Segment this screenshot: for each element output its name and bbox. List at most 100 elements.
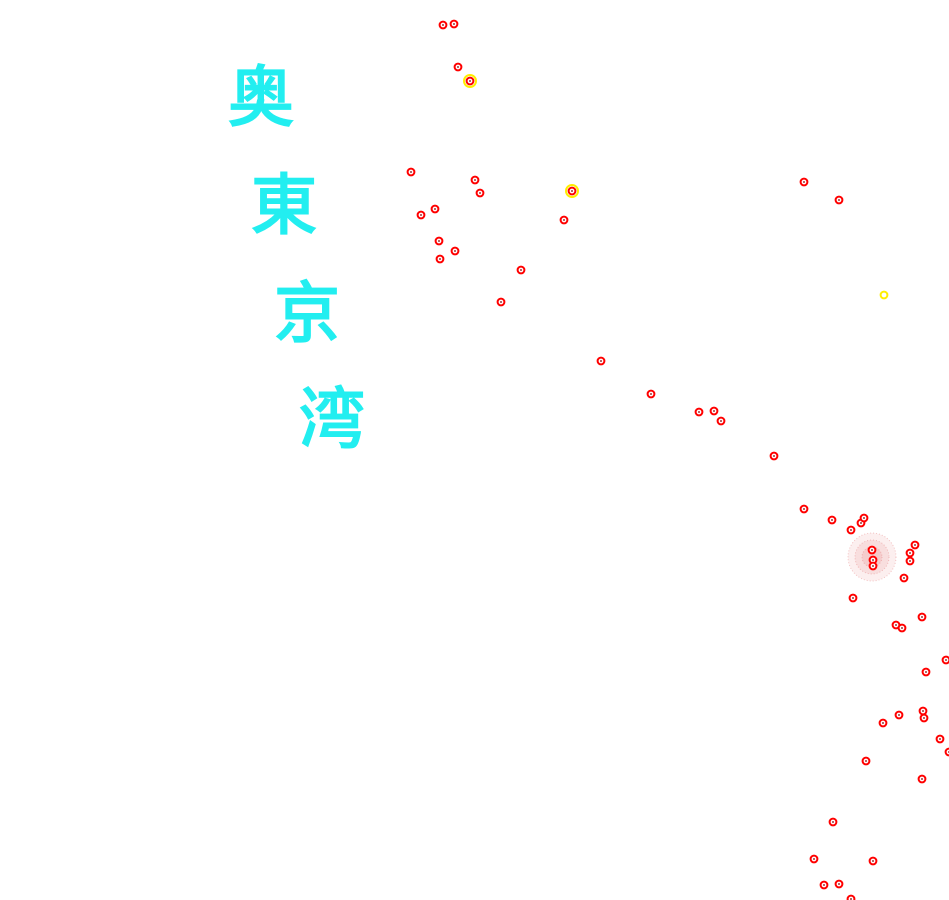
marker-dot [571,190,573,192]
label-char-higashi: 東 [251,167,317,244]
marker-dot [803,508,805,510]
site-marker[interactable] [450,246,460,256]
marker-dot [863,517,865,519]
site-marker[interactable] [828,817,838,827]
site-marker[interactable] [809,854,819,864]
site-marker[interactable] [868,856,878,866]
site-marker[interactable] [470,175,480,185]
site-marker[interactable] [917,774,927,784]
site-marker[interactable] [416,210,426,220]
site-marker[interactable] [694,407,704,417]
site-marker[interactable] [646,389,656,399]
marker-dot [410,171,412,173]
marker-dot [872,559,874,561]
marker-dot [898,714,900,716]
marker-dot [438,240,440,242]
marker-dot [838,199,840,201]
site-marker[interactable] [516,265,526,275]
site-marker[interactable] [827,515,837,525]
site-marker[interactable] [935,734,945,744]
site-marker[interactable] [475,188,485,198]
marker-highlight-ring [565,184,579,198]
marker-dot [823,884,825,886]
site-marker[interactable] [894,710,904,720]
site-marker[interactable] [861,756,871,766]
site-marker[interactable] [868,561,878,571]
marker-dot [453,23,455,25]
site-marker[interactable] [846,525,856,535]
marker-dot [773,455,775,457]
marker-dot [883,294,885,296]
site-marker[interactable] [834,195,844,205]
site-marker[interactable] [449,19,459,29]
marker-dot [852,597,854,599]
site-marker[interactable] [559,215,569,225]
site-marker[interactable] [919,713,929,723]
water-body-label: 奥 東 京 湾 [228,59,365,458]
site-marker[interactable] [921,667,931,677]
site-marker[interactable] [944,747,949,757]
site-marker[interactable] [867,545,877,555]
site-marker[interactable] [438,20,448,30]
site-marker-highlighted[interactable] [565,184,579,198]
site-marker[interactable] [846,894,856,900]
site-marker[interactable] [799,504,809,514]
marker-dot [895,624,897,626]
site-marker[interactable] [834,879,844,889]
marker-dot [420,214,422,216]
site-marker[interactable] [910,540,920,550]
marker-dot [872,565,874,567]
marker-dot [921,778,923,780]
site-marker[interactable] [899,573,909,583]
site-marker[interactable] [905,556,915,566]
marker-dot [434,208,436,210]
marker-dot [903,577,905,579]
marker-dot [454,250,456,252]
site-marker[interactable] [859,513,869,523]
marker-ring [846,894,856,900]
site-marker[interactable] [709,406,719,416]
site-marker[interactable] [819,880,829,890]
site-marker-highlighted[interactable] [463,74,477,88]
marker-dot [925,671,927,673]
marker-dot [698,411,700,413]
marker-dot [520,269,522,271]
site-marker[interactable] [769,451,779,461]
site-marker[interactable] [435,254,445,264]
site-marker[interactable] [716,416,726,426]
site-marker[interactable] [905,548,915,558]
site-marker[interactable] [496,297,506,307]
site-marker-yellow[interactable] [879,290,889,300]
site-marker[interactable] [406,167,416,177]
site-marker[interactable] [799,177,809,187]
site-marker[interactable] [918,706,928,716]
marker-dot [442,24,444,26]
marker-dot [831,519,833,521]
marker-dot [832,821,834,823]
site-marker[interactable] [596,356,606,366]
marker-dot [860,522,862,524]
site-markers[interactable] [406,19,949,900]
marker-dot [439,258,441,260]
marker-dot [922,710,924,712]
site-marker[interactable] [897,623,907,633]
marker-dot [713,410,715,412]
site-marker[interactable] [917,612,927,622]
marker-dot [914,544,916,546]
marker-dot [479,192,481,194]
label-char-kyo: 京 [274,275,340,352]
marker-dot [921,616,923,618]
marker-dot [909,560,911,562]
marker-dot [803,181,805,183]
site-marker[interactable] [430,204,440,214]
site-marker[interactable] [941,655,949,665]
site-marker[interactable] [453,62,463,72]
marker-dot [563,219,565,221]
marker-dot [945,659,947,661]
marker-dot [923,717,925,719]
site-marker[interactable] [848,593,858,603]
site-marker[interactable] [434,236,444,246]
site-marker[interactable] [878,718,888,728]
